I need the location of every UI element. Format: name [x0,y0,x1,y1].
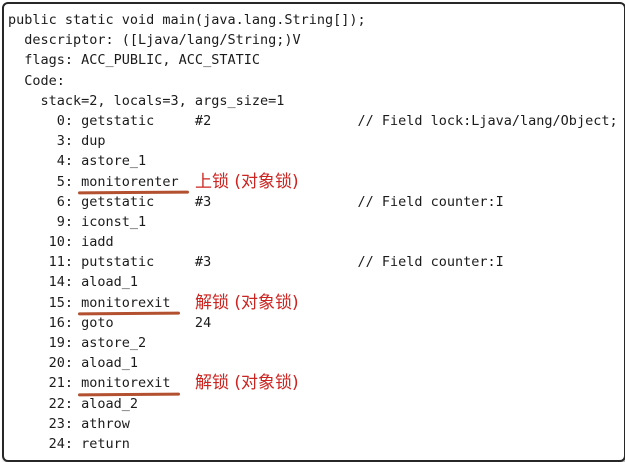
code-line: 4: astore_1 [8,151,624,171]
annotation-note: 上锁 (对象锁) [195,171,299,192]
code-line: flags: ACC_PUBLIC, ACC_STATIC [8,50,624,70]
code-text: 10: iadd [8,234,114,251]
code-line: 5: monitorenter 上锁 (对象锁) [8,171,624,192]
code-text: 22: aload_2 [8,395,139,412]
code-text: 21: [8,375,82,392]
code-line: 21: monitorexit 解锁 (对象锁) [8,373,624,393]
code-line: 22: aload_2 [8,394,624,414]
code-line: 16: goto 24 [8,313,624,333]
code-line: Code: [8,71,624,91]
code-text: 16: goto 24 [8,314,212,331]
code-line: 11: putstatic #3 // Field counter:I [8,252,624,272]
code-text: 19: astore_2 [8,335,147,351]
code-line: 20: aload_1 [8,353,624,373]
code-line: 6: getstatic #3 // Field counter:I [8,192,624,212]
code-line: 0: getstatic #2 // Field lock:Ljava/lang… [8,111,624,131]
code-text: 20: aload_1 [8,355,139,372]
code-line: 10: iadd [8,232,624,252]
code-line: 23: athrow [8,414,624,434]
underlined-instruction: monitorexit [81,375,171,392]
code-line: stack=2, locals=3, args_size=1 [8,91,624,111]
code-text: 9: iconst_1 [8,213,147,230]
code-text: flags: ACC_PUBLIC, ACC_STATIC [8,52,260,69]
underlined-instruction: monitorenter [81,173,179,190]
code-text: 0: getstatic #2 // Field lock:Ljava/lang… [8,112,618,129]
code-text: 24: return [8,435,130,452]
code-text: 23: athrow [8,415,130,432]
code-text: 11: putstatic #3 // Field counter:I [8,254,504,271]
code-line: 3: dup [8,131,624,151]
code-line: 24: return [8,434,624,454]
code-line: 15: monitorexit 解锁 (对象锁) [8,293,624,313]
annotation-note: 解锁 (对象锁) [195,292,299,313]
code-text: descriptor: ([Ljava/lang/String;)V [8,32,301,49]
code-text: public static void main(java.lang.String… [8,12,366,28]
underlined-instruction: monitorexit [81,294,171,311]
code-line: 14: aload_1 [8,272,624,292]
code-text: 5: [8,173,82,190]
code-text: stack=2, locals=3, args_size=1 [8,92,285,109]
code-text: 15: [8,294,82,311]
code-line: 19: astore_2 [8,333,624,353]
annotation-note: 解锁 (对象锁) [195,373,299,394]
code-text: 4: astore_1 [8,153,147,170]
code-line: 9: iconst_1 [8,212,624,232]
code-text: 14: aload_1 [8,274,139,291]
code-text: Code: [8,72,65,89]
code-text: 6: getstatic #3 // Field counter:I [8,193,504,210]
code-line: public static void main(java.lang.String… [8,10,624,30]
code-text: 3: dup [8,133,106,150]
code-line: descriptor: ([Ljava/lang/String;)V [8,30,624,50]
